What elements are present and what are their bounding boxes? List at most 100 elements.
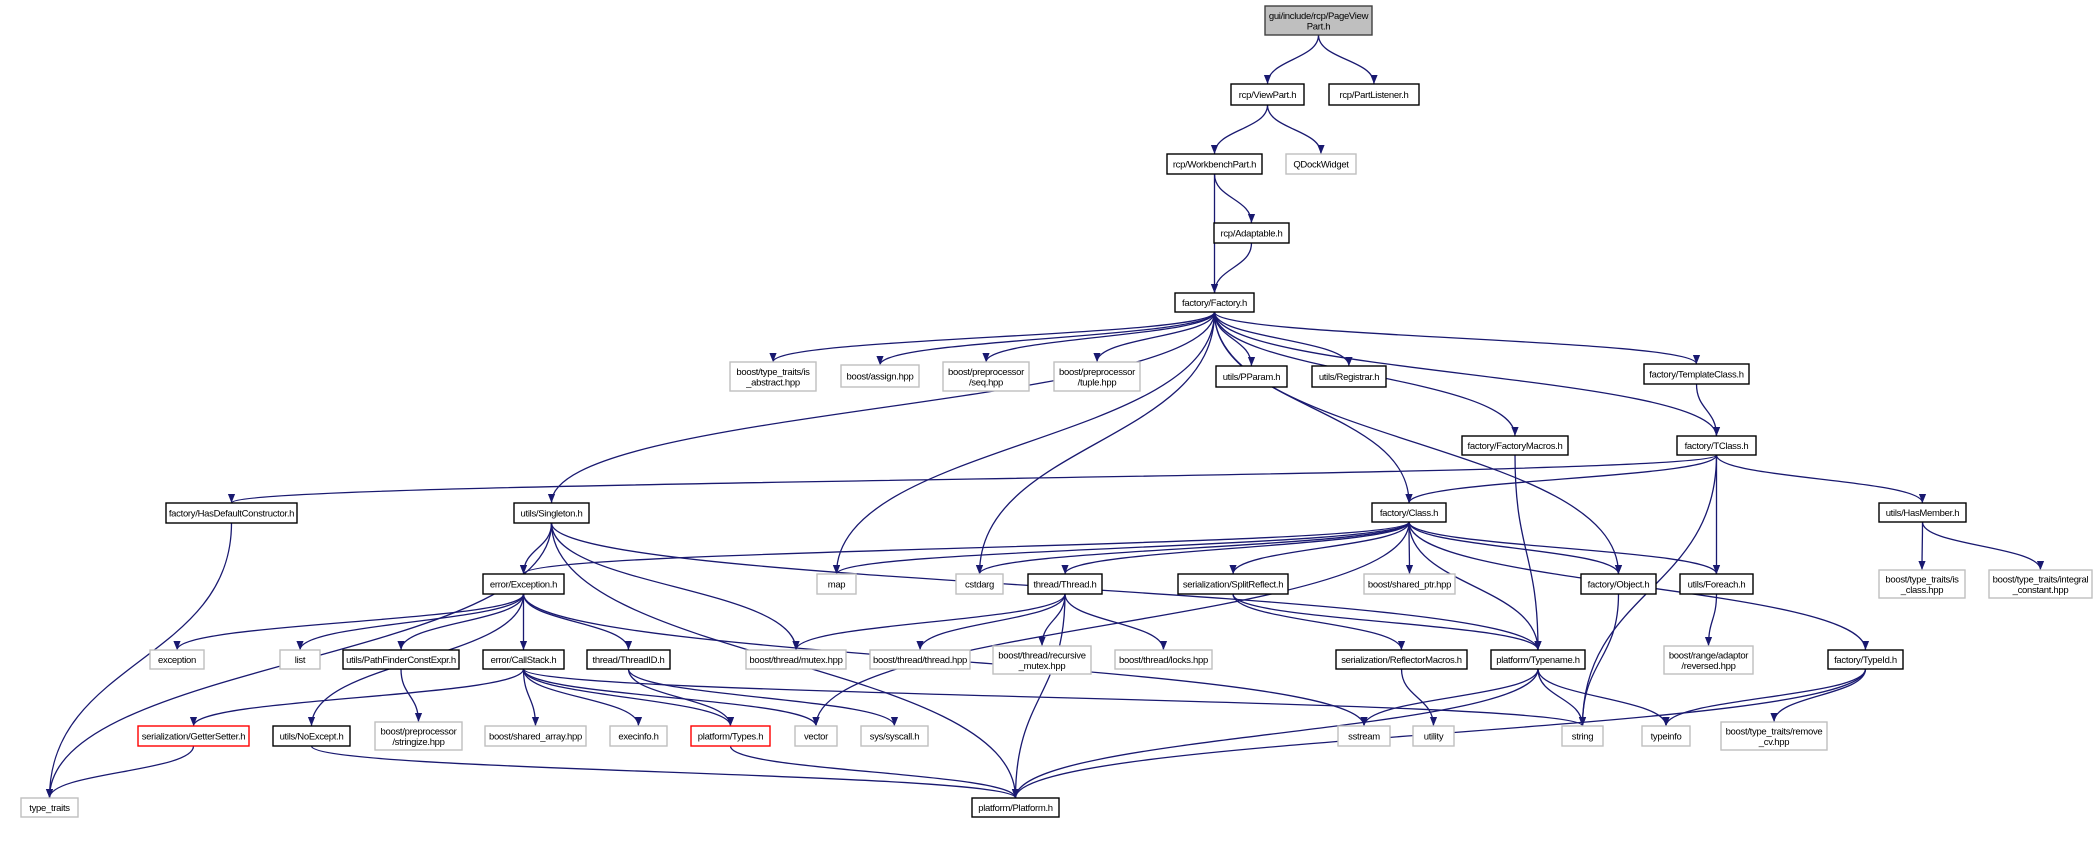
edge-factory-to-templateclass: [1213, 311, 1700, 365]
node-utility[interactable]: utility: [1412, 725, 1455, 747]
node-factory[interactable]: factory/Factory.h: [1174, 292, 1255, 313]
edges-layer: [45, 34, 2045, 799]
node-type_traits[interactable]: type_traits: [20, 797, 79, 818]
edge-thread_h-to-threadhpp: [916, 593, 1066, 651]
node-partlistener[interactable]: rcp/PartListener.h: [1328, 83, 1420, 106]
node-typeid[interactable]: factory/TypeId.h: [1827, 649, 1904, 670]
node-box: [1988, 569, 2093, 599]
node-label: serialization/GetterSetter.h: [142, 732, 246, 743]
node-stringize[interactable]: boost/preprocessor/stringize.hpp: [374, 721, 463, 751]
node-box: [342, 649, 460, 670]
edge-callstack-to-types: [522, 668, 735, 727]
node-hasmember[interactable]: utils/HasMember.h: [1878, 502, 1967, 523]
node-pathfinder[interactable]: utils/PathFinderConstExpr.h: [342, 649, 460, 670]
node-label: factory/Object.h: [1588, 580, 1650, 591]
edge-singleton-to-exception_h: [519, 522, 553, 575]
node-pparam[interactable]: utils/PParam.h: [1215, 365, 1288, 388]
node-shared_array[interactable]: boost/shared_array.hpp: [484, 725, 587, 747]
edge-viewpart-to-workbenchpart: [1210, 104, 1269, 155]
node-label: _cv.hpp: [1758, 737, 1789, 748]
node-map[interactable]: map: [816, 573, 857, 595]
node-workbenchpart[interactable]: rcp/WorkbenchPart.h: [1166, 153, 1263, 175]
node-label: boost/thread/recursive: [998, 650, 1085, 661]
node-label: /stringize.hpp: [392, 737, 444, 748]
node-recmutex[interactable]: boost/thread/recursive_mutex.hpp: [992, 645, 1092, 675]
node-box: [1878, 569, 1966, 599]
node-box: [1177, 573, 1289, 595]
node-label: utils/PathFinderConstExpr.h: [346, 655, 456, 666]
node-vector[interactable]: vector: [794, 725, 838, 747]
node-viewpart[interactable]: rcp/ViewPart.h: [1230, 83, 1305, 106]
node-box: [1285, 153, 1357, 175]
node-typename[interactable]: platform/Typename.h: [1490, 649, 1586, 670]
node-label: boost/preprocessor: [948, 367, 1024, 378]
edge-factory-to-tclass: [1213, 311, 1721, 437]
node-label: boost/thread/mutex.hpp: [749, 655, 842, 666]
node-hasdefctor[interactable]: factory/HasDefaultConstructor.h: [165, 502, 298, 524]
node-remove_cv[interactable]: boost/type_traits/remove_cv.hpp: [1720, 721, 1828, 751]
node-types[interactable]: platform/Types.h: [690, 725, 771, 747]
node-list[interactable]: list: [279, 649, 321, 670]
node-threadhpp[interactable]: boost/thread/thread.hpp: [869, 649, 971, 670]
node-box: [729, 361, 817, 392]
node-integral_constant[interactable]: boost/type_traits/integral_constant.hpp: [1988, 569, 2093, 599]
node-box: [745, 649, 847, 670]
edge-splitreflect-to-reflectormacros: [1232, 593, 1406, 651]
node-label: rcp/ViewPart.h: [1239, 90, 1296, 101]
node-box: [1641, 725, 1691, 747]
node-syscall[interactable]: sys/syscall.h: [860, 725, 929, 747]
node-is_class[interactable]: boost/type_traits/is_class.hpp: [1878, 569, 1966, 599]
node-typeinfo[interactable]: typeinfo: [1641, 725, 1691, 747]
node-exception[interactable]: exception: [149, 649, 205, 670]
node-mutex[interactable]: boost/thread/mutex.hpp: [745, 649, 847, 670]
node-adaptable[interactable]: rcp/Adaptable.h: [1213, 222, 1290, 244]
node-reflectormacros[interactable]: serialization/ReflectorMacros.h: [1335, 649, 1468, 670]
node-splitreflect[interactable]: serialization/SplitReflect.h: [1177, 573, 1289, 595]
node-thread_h[interactable]: thread/Thread.h: [1027, 573, 1103, 595]
node-seq[interactable]: boost/preprocessor/seq.hpp: [942, 361, 1030, 392]
node-tuple[interactable]: boost/preprocessor/tuple.hpp: [1053, 361, 1141, 392]
node-label: boost/type_traits/remove: [1726, 726, 1823, 737]
node-locks[interactable]: boost/thread/locks.hpp: [1114, 649, 1213, 670]
node-tclass[interactable]: factory/TClass.h: [1676, 435, 1757, 456]
node-box: [1027, 573, 1103, 595]
edge-viewpart-to-qdockwidget: [1266, 104, 1325, 155]
edge-noexcept-to-platform: [310, 745, 1019, 799]
node-label: boost/shared_array.hpp: [489, 732, 582, 743]
node-qdockwidget[interactable]: QDockWidget: [1285, 153, 1357, 175]
node-cstdarg[interactable]: cstdarg: [955, 573, 1004, 595]
node-sstream[interactable]: sstream: [1337, 725, 1391, 747]
node-label: boost/shared_ptr.hpp: [1368, 580, 1451, 591]
node-singleton[interactable]: utils/Singleton.h: [513, 502, 590, 524]
node-factorymacros[interactable]: factory/FactoryMacros.h: [1461, 435, 1569, 456]
node-shared_ptr[interactable]: boost/shared_ptr.hpp: [1363, 573, 1456, 595]
node-label: _class.hpp: [1900, 585, 1943, 596]
node-callstack[interactable]: error/CallStack.h: [482, 649, 565, 670]
node-box: [1490, 649, 1586, 670]
node-label: /seq.hpp: [969, 377, 1003, 388]
node-exception_h[interactable]: error/Exception.h: [482, 573, 565, 595]
node-reversed[interactable]: boost/range/adaptor/reversed.hpp: [1663, 645, 1754, 675]
node-label: error/CallStack.h: [491, 655, 557, 666]
node-class[interactable]: factory/Class.h: [1371, 502, 1447, 523]
node-platform[interactable]: platform/Platform.h: [971, 797, 1060, 818]
edge-factory-to-cstdarg: [975, 311, 1216, 575]
edge-callstack-to-vector: [522, 668, 820, 727]
node-object[interactable]: factory/Object.h: [1580, 573, 1657, 595]
node-registrar[interactable]: utils/Registrar.h: [1311, 365, 1387, 388]
node-execinfo[interactable]: execinfo.h: [609, 725, 668, 747]
node-noexcept[interactable]: utils/NoExcept.h: [272, 725, 351, 747]
node-gettersetter[interactable]: serialization/GetterSetter.h: [137, 725, 250, 747]
node-foreach[interactable]: utils/Foreach.h: [1679, 573, 1754, 595]
edge-hasmember-to-integral_constant: [1921, 521, 2045, 571]
node-string[interactable]: string: [1561, 725, 1604, 747]
node-is_abstract[interactable]: boost/type_traits/is_abstract.hpp: [729, 361, 817, 392]
node-label: factory/Class.h: [1380, 508, 1438, 519]
edge-factory-to-object: [1213, 311, 1623, 575]
node-templateclass[interactable]: factory/TemplateClass.h: [1643, 363, 1750, 385]
edge-factory-to-map: [832, 311, 1216, 575]
node-threadid[interactable]: thread/ThreadID.h: [586, 649, 671, 670]
node-assign[interactable]: boost/assign.hpp: [840, 364, 920, 388]
edge-exception_h-to-threadid: [522, 593, 633, 651]
